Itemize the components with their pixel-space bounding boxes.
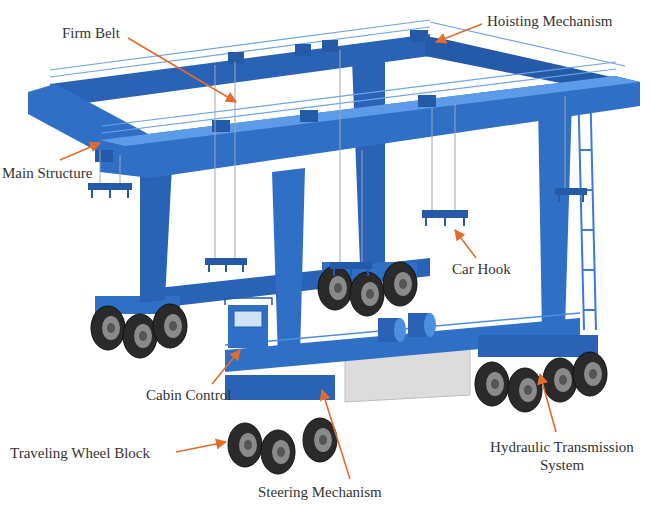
part-label: Traveling Wheel Block bbox=[10, 444, 150, 462]
ladder bbox=[578, 80, 596, 330]
winch-drums-part bbox=[424, 313, 436, 337]
front-wheels-part bbox=[261, 430, 295, 474]
ladder-part bbox=[582, 229, 594, 231]
cables bbox=[100, 50, 565, 262]
leader-arrows-part bbox=[176, 442, 226, 452]
hook-tips-part bbox=[127, 190, 129, 198]
legs-part bbox=[272, 168, 305, 358]
hook-tips-part bbox=[425, 218, 427, 226]
car-hooks-part bbox=[205, 258, 247, 265]
ladder-part bbox=[590, 80, 596, 330]
hook-tips-part bbox=[225, 265, 227, 272]
back-wheels-part bbox=[350, 272, 384, 316]
cabin-part bbox=[225, 298, 272, 305]
back-wheels-part bbox=[318, 266, 352, 310]
hook-tips-part bbox=[91, 190, 93, 198]
car-hooks-part bbox=[88, 183, 132, 190]
leader-arrows-part bbox=[60, 143, 100, 160]
part-label: Car Hook bbox=[452, 260, 511, 278]
hook-tips-part bbox=[350, 269, 352, 276]
cabin-part bbox=[228, 305, 268, 348]
handrails-part bbox=[102, 69, 616, 133]
cables-part bbox=[340, 50, 341, 262]
hook-tips-part bbox=[444, 218, 446, 226]
leader-arrows-part bbox=[322, 390, 350, 479]
leader-arrows bbox=[60, 24, 556, 479]
cables-part bbox=[455, 104, 456, 210]
ladder-part bbox=[584, 309, 596, 311]
front-wheels bbox=[228, 352, 607, 474]
cabin-part bbox=[234, 311, 262, 327]
front-wheels-part bbox=[303, 418, 337, 462]
part-label: Hoisting Mechanism bbox=[487, 12, 612, 30]
hook-tips-part bbox=[463, 218, 465, 226]
handrails bbox=[50, 20, 625, 133]
hoisting-winches bbox=[95, 30, 436, 162]
hoisting-winches-part bbox=[410, 30, 428, 42]
car-hooks-part bbox=[555, 188, 587, 195]
car-hooks-part bbox=[330, 262, 372, 269]
front-wheels-part bbox=[573, 352, 607, 396]
cables-part bbox=[120, 155, 121, 183]
cables-part bbox=[100, 150, 101, 183]
cables-part bbox=[432, 108, 433, 210]
cabin bbox=[225, 298, 272, 348]
front-lower-beam-part bbox=[225, 375, 335, 400]
front-wheels-part bbox=[508, 368, 542, 412]
hook-tips-part bbox=[333, 269, 335, 276]
front-wheels-part bbox=[228, 423, 262, 467]
hook-tips-part bbox=[367, 269, 369, 276]
hoisting-winches-part bbox=[418, 95, 436, 107]
hook-tips-part bbox=[109, 190, 111, 198]
top-structure-part bbox=[100, 76, 640, 146]
front-wheels-part bbox=[543, 358, 577, 402]
cables-part bbox=[362, 150, 363, 262]
car-hooks-part bbox=[422, 210, 468, 218]
winch-drums-part bbox=[394, 318, 406, 342]
back-wheels-part bbox=[383, 262, 417, 306]
cables-part bbox=[565, 96, 566, 188]
back-wheels-part bbox=[153, 304, 187, 348]
hoisting-winches-part bbox=[95, 150, 113, 162]
hoisting-winches-part bbox=[295, 44, 311, 56]
car-hooks bbox=[88, 183, 587, 269]
part-label: Cabin Control bbox=[146, 386, 231, 404]
leader-arrows-part bbox=[212, 350, 240, 384]
leader-arrows-part bbox=[128, 38, 236, 102]
top-structure-part bbox=[100, 76, 640, 178]
ladder-part bbox=[580, 149, 592, 151]
hook-tips-part bbox=[558, 195, 560, 202]
part-label: Steering Mechanism bbox=[258, 483, 382, 501]
cables-part bbox=[235, 62, 236, 258]
handrails-part bbox=[50, 20, 430, 70]
ladder-part bbox=[583, 269, 595, 271]
part-label: Hydraulic Transmission System bbox=[480, 438, 644, 474]
back-wheels-part bbox=[91, 306, 125, 350]
handrails-part bbox=[102, 62, 616, 126]
leader-arrows-part bbox=[455, 230, 476, 258]
hook-tips-part bbox=[208, 265, 210, 272]
back-wheels-part bbox=[123, 314, 157, 358]
hoisting-winches-part bbox=[300, 110, 318, 122]
ladder-part bbox=[578, 80, 584, 330]
front-lower-beam-part bbox=[225, 313, 580, 345]
hook-tips-part bbox=[242, 265, 244, 272]
cables-part bbox=[215, 65, 216, 258]
hoisting-winches-part bbox=[322, 40, 338, 52]
leader-arrows-part bbox=[436, 24, 482, 42]
leader-arrows-part bbox=[540, 374, 556, 432]
winch-drums bbox=[378, 313, 436, 342]
legs-part bbox=[352, 56, 385, 265]
part-label: Firm Belt bbox=[62, 24, 120, 42]
legs-part bbox=[538, 99, 572, 333]
front-lower-beam-part bbox=[478, 335, 598, 357]
front-wheels-part bbox=[475, 362, 509, 406]
hook-tips-part bbox=[582, 195, 584, 202]
legs-part bbox=[140, 166, 172, 303]
part-label: Main Structure bbox=[2, 164, 92, 182]
hoisting-winches-part bbox=[228, 52, 244, 64]
